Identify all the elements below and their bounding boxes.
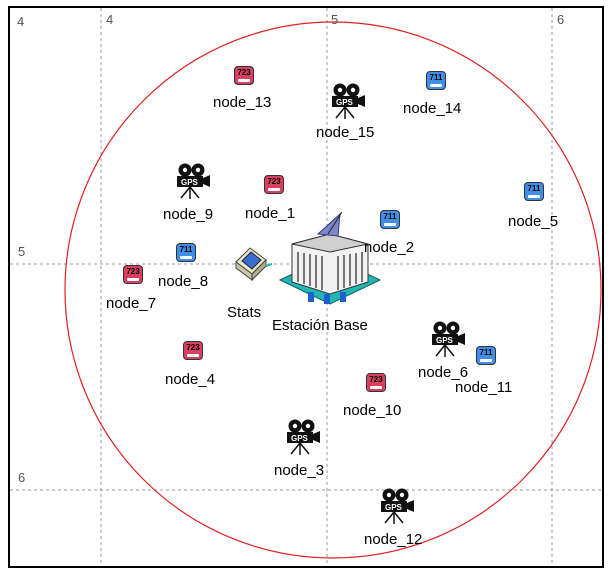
badge-text: 723 xyxy=(186,343,200,352)
svg-text:GPS: GPS xyxy=(336,98,354,107)
node-label-node_7: node_7 xyxy=(106,295,157,312)
node-label-node_2: node_2 xyxy=(364,239,415,256)
camera-gps-icon[interactable]: GPS xyxy=(173,162,211,207)
node-label-node_1: node_1 xyxy=(245,205,296,222)
sensor-711-icon[interactable]: 711 xyxy=(380,210,400,229)
badge-text: 723 xyxy=(126,267,140,276)
sensor-723-icon[interactable]: 723 xyxy=(366,373,386,392)
badge-text: 711 xyxy=(383,212,397,221)
tick-y-5: 5 xyxy=(18,244,26,259)
sensor-711-icon[interactable]: 711 xyxy=(176,243,196,262)
badge-text: 711 xyxy=(179,245,193,254)
node-label-node_8: node_8 xyxy=(158,273,209,290)
badge-text: 711 xyxy=(479,348,493,357)
sensor-723-icon[interactable]: 723 xyxy=(123,265,143,284)
badge-text: 711 xyxy=(527,184,541,193)
building-icon[interactable] xyxy=(278,211,382,311)
tick-x-left: 4 xyxy=(17,14,25,29)
sensor-711-icon[interactable]: 711 xyxy=(524,182,544,201)
sensor-723-icon[interactable]: 723 xyxy=(264,175,284,194)
node-label-node_14: node_14 xyxy=(403,100,462,117)
camera-gps-icon[interactable]: GPS xyxy=(328,82,366,127)
svg-text:GPS: GPS xyxy=(181,178,199,187)
base-station-label: Estación Base xyxy=(272,317,368,334)
node-label-node_15: node_15 xyxy=(316,124,375,141)
tick-x-4: 4 xyxy=(106,12,114,27)
node-label-node_5: node_5 xyxy=(508,213,559,230)
tick-x-6: 6 xyxy=(557,12,565,27)
camera-gps-icon[interactable]: GPS xyxy=(283,418,321,463)
badge-text: 723 xyxy=(237,68,251,77)
sensor-711-icon[interactable]: 711 xyxy=(476,346,496,365)
camera-gps-icon[interactable]: GPS xyxy=(377,487,415,532)
computer-icon[interactable] xyxy=(232,244,273,289)
coverage-range-circle xyxy=(64,21,602,559)
node-label-node_12: node_12 xyxy=(364,531,423,548)
node-label-node_10: node_10 xyxy=(343,402,402,419)
sensor-723-icon[interactable]: 723 xyxy=(234,66,254,85)
camera-gps-icon[interactable]: GPS xyxy=(428,320,466,365)
node-label-node_4: node_4 xyxy=(165,371,216,388)
badge-text: 723 xyxy=(267,177,281,186)
node-label-node_11: node_11 xyxy=(455,379,513,396)
badge-text: 723 xyxy=(369,375,383,384)
svg-text:GPS: GPS xyxy=(291,434,309,443)
sensor-711-icon[interactable]: 711 xyxy=(426,71,446,90)
svg-text:GPS: GPS xyxy=(385,503,403,512)
node-label-node_3: node_3 xyxy=(274,462,325,479)
badge-text: 711 xyxy=(429,73,443,82)
sensor-723-icon[interactable]: 723 xyxy=(183,341,203,360)
node-label-node_6: node_6 xyxy=(418,364,469,381)
node-label-node_13: node_13 xyxy=(213,94,272,111)
svg-text:GPS: GPS xyxy=(436,336,454,345)
tick-x-5: 5 xyxy=(331,12,339,27)
stats-label: Stats xyxy=(227,304,262,321)
tick-y-6: 6 xyxy=(18,470,26,485)
node-label-node_9: node_9 xyxy=(163,206,214,223)
